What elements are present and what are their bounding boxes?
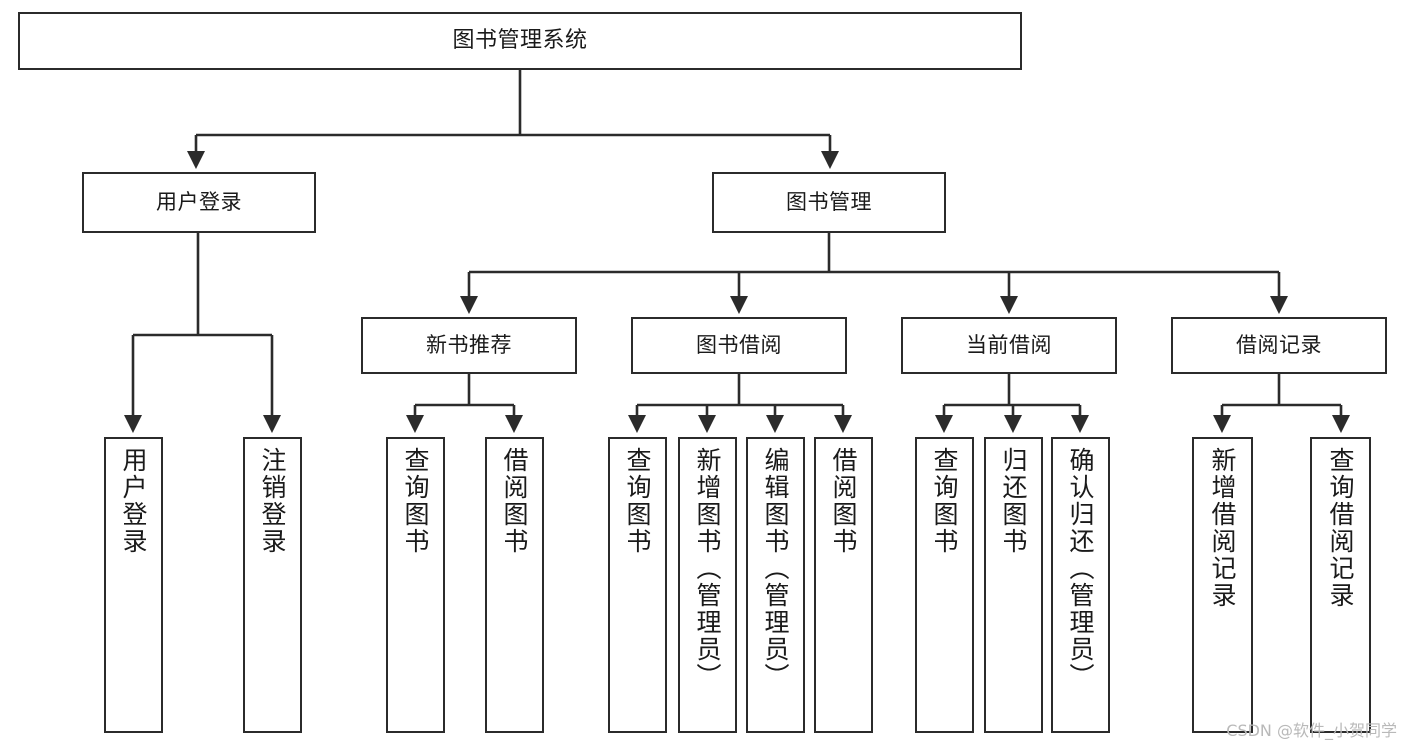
- leaf-query-borrow-record[interactable]: 查询借阅记录: [1310, 437, 1371, 733]
- node-new-book-recommend-label: 新书推荐: [426, 332, 512, 357]
- node-user-login-label: 用户登录: [156, 189, 242, 214]
- leaf-logout-label: 注销登录: [258, 447, 287, 555]
- leaf-user-login[interactable]: 用户登录: [104, 437, 163, 733]
- node-borrow-record[interactable]: 借阅记录: [1171, 317, 1387, 374]
- node-book-management-label: 图书管理: [786, 189, 872, 214]
- node-book-borrow[interactable]: 图书借阅: [631, 317, 847, 374]
- leaf-edit-book-admin[interactable]: 编辑图书（管理员）: [746, 437, 805, 733]
- node-new-book-recommend[interactable]: 新书推荐: [361, 317, 577, 374]
- leaf-borrow-book-recommend[interactable]: 借阅图书: [485, 437, 544, 733]
- leaf-confirm-return-admin-label: 确认归还（管理员）: [1066, 447, 1095, 690]
- leaf-query-book-current[interactable]: 查询图书: [915, 437, 974, 733]
- leaf-query-book-borrow[interactable]: 查询图书: [608, 437, 667, 733]
- leaf-query-book-borrow-label: 查询图书: [623, 447, 652, 555]
- leaf-borrow-book-borrow-label: 借阅图书: [829, 447, 858, 555]
- node-root-system-label: 图书管理系统: [452, 27, 588, 53]
- node-book-management[interactable]: 图书管理: [712, 172, 946, 233]
- leaf-user-login-label: 用户登录: [119, 447, 148, 555]
- node-current-borrow[interactable]: 当前借阅: [901, 317, 1117, 374]
- leaf-add-borrow-record-label: 新增借阅记录: [1208, 447, 1237, 609]
- csdn-watermark: CSDN @软件_小贺同学: [1226, 721, 1397, 740]
- leaf-query-borrow-record-label: 查询借阅记录: [1326, 447, 1355, 609]
- leaf-borrow-book-recommend-label: 借阅图书: [500, 447, 529, 555]
- node-root-system[interactable]: 图书管理系统: [18, 12, 1022, 70]
- leaf-logout[interactable]: 注销登录: [243, 437, 302, 733]
- leaf-query-book-current-label: 查询图书: [930, 447, 959, 555]
- node-borrow-record-label: 借阅记录: [1236, 332, 1322, 357]
- leaf-add-borrow-record[interactable]: 新增借阅记录: [1192, 437, 1253, 733]
- leaf-add-book-admin[interactable]: 新增图书（管理员）: [678, 437, 737, 733]
- node-current-borrow-label: 当前借阅: [966, 332, 1052, 357]
- leaf-return-book[interactable]: 归还图书: [984, 437, 1043, 733]
- node-user-login[interactable]: 用户登录: [82, 172, 316, 233]
- leaf-query-book-recommend-label: 查询图书: [401, 447, 430, 555]
- leaf-edit-book-admin-label: 编辑图书（管理员）: [761, 447, 790, 690]
- leaf-query-book-recommend[interactable]: 查询图书: [386, 437, 445, 733]
- leaf-add-book-admin-label: 新增图书（管理员）: [693, 447, 722, 690]
- node-book-borrow-label: 图书借阅: [696, 332, 782, 357]
- leaf-return-book-label: 归还图书: [999, 447, 1028, 555]
- leaf-confirm-return-admin[interactable]: 确认归还（管理员）: [1051, 437, 1110, 733]
- leaf-borrow-book-borrow[interactable]: 借阅图书: [814, 437, 873, 733]
